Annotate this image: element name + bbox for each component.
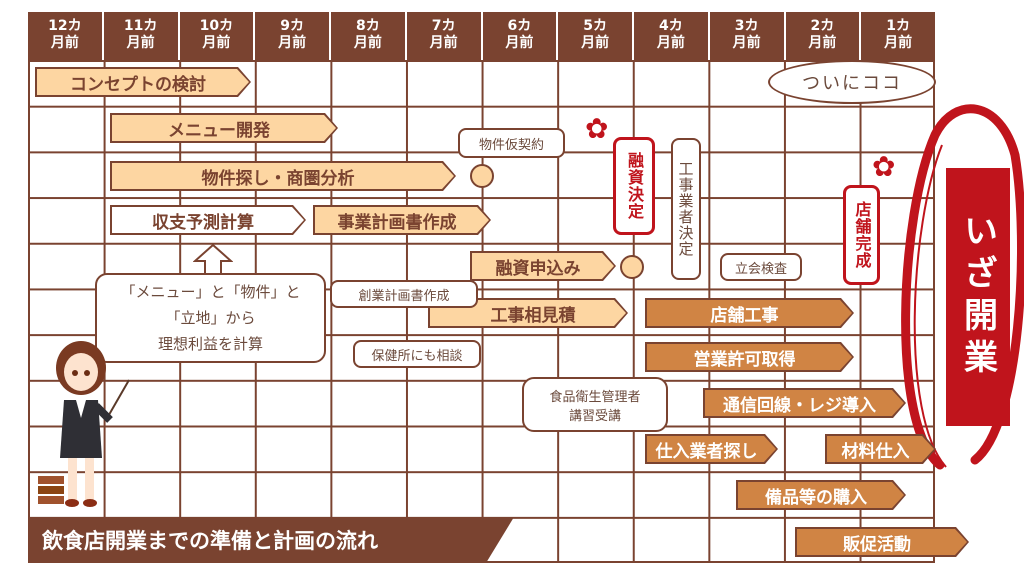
task-bar-concept: コンセプトの検討: [35, 67, 251, 97]
callout-finally: ついにココ: [768, 60, 936, 104]
callout-hygiene: 食品衛生管理者講習受講: [522, 377, 668, 432]
month-label: 月前: [353, 35, 382, 51]
task-bar-equipment: 備品等の購入: [736, 480, 906, 510]
month-label: 月前: [278, 35, 307, 51]
task-bar-supplier: 仕入業者探し: [645, 434, 778, 464]
task-bar-profit: 収支予測計算: [110, 205, 306, 235]
note-profit-calculation: 「メニュー」と「物件」と 「立地」から 理想利益を計算: [95, 273, 326, 363]
task-bar-property: 物件探し・商圏分析: [110, 161, 456, 191]
callout-store-complete: 店舗完成: [843, 185, 880, 285]
task-label: 収支予測計算: [112, 207, 304, 233]
callout-contractor: 工事業者決定: [671, 138, 701, 280]
task-bar-promo: 販促活動: [795, 527, 969, 557]
month-label: 月前: [581, 35, 610, 51]
task-bar-menu: メニュー開発: [110, 113, 338, 143]
up-arrow-icon: [193, 243, 233, 275]
task-label: 販促活動: [797, 529, 967, 555]
month-label: 12カ: [48, 18, 82, 34]
month-label: 11カ: [123, 18, 158, 34]
month-label: 5カ: [583, 18, 607, 34]
month-label: 7カ: [431, 18, 456, 34]
callout-contract: 物件仮契約: [458, 128, 565, 158]
task-bar-quote: 工事相見積: [428, 298, 628, 328]
callout-line: 食品衛生管理者: [549, 389, 641, 405]
chart-title: 飲食店開業までの準備と計画の流れ: [28, 517, 514, 563]
callout-line: 講習受講: [568, 408, 621, 424]
month-12: 12カ月前: [28, 12, 104, 60]
presenter-character-illustration: [38, 341, 130, 507]
month-label: 月前: [126, 35, 155, 51]
month-label: 月前: [808, 35, 837, 51]
task-bar-loan-apply: 融資申込み: [470, 251, 616, 281]
note-line: 「メニュー」と「物件」と: [120, 283, 301, 301]
month-5: 5カ月前: [558, 12, 634, 60]
month-label: 9カ: [280, 18, 304, 34]
task-label: コンセプトの検討: [37, 69, 249, 95]
callout-loan-decision: 融資決定: [613, 137, 655, 235]
callout-health-office: 保健所にも相談: [353, 340, 481, 368]
milestone-contract: [470, 164, 494, 188]
task-label: 通信回線・レジ導入: [705, 390, 904, 416]
month-9: 9カ月前: [255, 12, 331, 60]
grand-opening-label: いざ開業: [946, 168, 1010, 426]
task-label: 物件探し・商圏分析: [112, 163, 454, 189]
month-label: 月前: [50, 35, 79, 51]
month-label: 4カ: [659, 18, 683, 34]
month-label: 6カ: [507, 18, 532, 34]
brush-circle-decoration: [901, 104, 1024, 470]
month-label: 1カ: [886, 18, 910, 34]
month-3: 3カ月前: [710, 12, 786, 60]
callout-startup-plan: 創業計画書作成: [330, 280, 478, 308]
task-label: 材料仕入: [827, 436, 934, 462]
task-label: 仕入業者探し: [647, 436, 776, 462]
flower-icon: ✿: [585, 112, 609, 145]
month-2: 2カ月前: [786, 12, 862, 60]
month-7: 7カ月前: [407, 12, 483, 60]
task-bar-network: 通信回線・レジ導入: [703, 388, 906, 418]
month-4: 4カ月前: [634, 12, 710, 60]
month-label: 月前: [429, 35, 458, 51]
month-label: 10カ: [199, 18, 234, 34]
month-label: 月前: [202, 35, 231, 51]
month-label: 月前: [505, 35, 534, 51]
month-10: 10カ月前: [180, 12, 256, 60]
task-label: 融資申込み: [472, 253, 614, 279]
task-label: 店舗工事: [647, 300, 852, 326]
task-label: 事業計画書作成: [315, 207, 489, 233]
callout-inspection: 立会検査: [720, 253, 802, 281]
note-line: 理想利益を計算: [157, 335, 263, 353]
month-8: 8カ月前: [331, 12, 407, 60]
task-bar-bizplan: 事業計画書作成: [313, 205, 491, 235]
task-bar-materials: 材料仕入: [825, 434, 936, 464]
month-label: 3カ: [734, 18, 759, 34]
task-label: 営業許可取得: [647, 344, 852, 370]
month-1: 1カ月前: [861, 12, 935, 60]
task-bar-construction: 店舗工事: [645, 298, 854, 328]
month-label: 8カ: [356, 18, 380, 34]
month-label: 月前: [656, 35, 685, 51]
month-label: 月前: [884, 35, 913, 51]
month-label: 月前: [732, 35, 761, 51]
note-line: 「立地」から: [165, 309, 256, 327]
task-bar-permit: 営業許可取得: [645, 342, 854, 372]
task-label: メニュー開発: [112, 115, 336, 141]
month-header: 12カ月前 11カ月前 10カ月前 9カ月前 8カ月前 7カ月前 6カ月前 5カ…: [28, 12, 935, 60]
task-label: 工事相見積: [430, 300, 626, 326]
flower-icon: ✿: [872, 150, 896, 183]
month-11: 11カ月前: [104, 12, 180, 60]
milestone-loan: [620, 255, 644, 279]
month-6: 6カ月前: [483, 12, 559, 60]
task-label: 備品等の購入: [738, 482, 904, 508]
month-label: 2カ: [810, 18, 835, 34]
